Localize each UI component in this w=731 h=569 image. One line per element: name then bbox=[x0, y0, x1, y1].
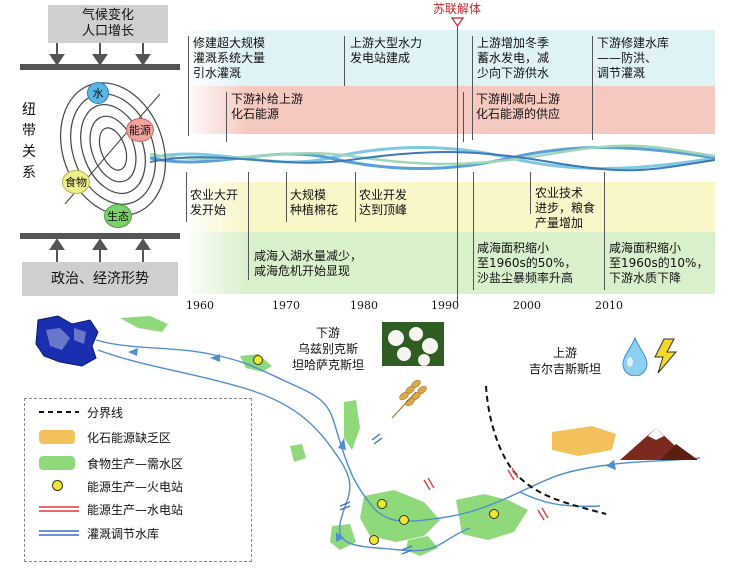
energy-label: 能源 bbox=[129, 124, 151, 137]
basin-map bbox=[35, 315, 701, 556]
cotton-image bbox=[382, 322, 444, 366]
legend-boundary-symbol bbox=[39, 411, 79, 413]
year-1960: 1960 bbox=[186, 299, 214, 312]
fossil-area-upstream bbox=[552, 426, 616, 456]
ecology-band bbox=[183, 232, 715, 294]
map-upstream-label: 上游 吉尔吉斯斯坦 bbox=[529, 346, 602, 376]
thermal-station-2 bbox=[377, 499, 387, 509]
climate-population-box: 气候变化 人口增长 bbox=[48, 5, 168, 43]
ussr-marker-icon bbox=[451, 17, 464, 27]
legend: 分界线 化石能源缺乏区 食物生产—需水区 能源生产—火电站 能源生产—水电站 灌… bbox=[24, 398, 252, 562]
legend-hydro: 能源生产—水电站 bbox=[87, 503, 184, 517]
connector-agri-peak bbox=[355, 172, 356, 222]
up-arrows bbox=[49, 239, 151, 263]
connector-aral-50 bbox=[473, 172, 474, 290]
connector-irrigation bbox=[188, 36, 189, 136]
energy-band bbox=[183, 86, 715, 134]
energy-circle: 能源 bbox=[126, 118, 154, 142]
nexus-label: 纽 带 关 系 bbox=[22, 102, 36, 181]
connector-winter bbox=[472, 36, 473, 140]
ecology-label: 生态 bbox=[107, 210, 129, 223]
event-cut-supply: 下游削减向上游 化石能源的供应 bbox=[476, 92, 561, 121]
water-circle: 水 bbox=[87, 82, 109, 104]
nexus-braid bbox=[150, 144, 715, 172]
legend-irrigation-reservoir: 灌溉调节水库 bbox=[87, 527, 160, 541]
food-label: 食物 bbox=[65, 176, 87, 189]
event-irrigation: 修建超大规模 灌溉系统大量 引水灌溉 bbox=[193, 36, 266, 80]
politics-economy-box: 政治、经济形势 bbox=[22, 262, 178, 296]
aral-sea bbox=[35, 315, 99, 367]
legend-thermal: 能源生产—火电站 bbox=[87, 480, 184, 494]
connector-cotton bbox=[286, 172, 287, 222]
food-band bbox=[183, 182, 715, 232]
year-2010: 2010 bbox=[595, 299, 623, 312]
event-fossil-supply: 下游补给上游 化石能源 bbox=[231, 92, 304, 121]
top-bar bbox=[20, 64, 180, 70]
connector-aral-crisis bbox=[248, 172, 249, 280]
lightning-icon bbox=[654, 338, 678, 374]
boundary-line bbox=[485, 385, 607, 515]
legend-fossil-symbol bbox=[39, 430, 75, 444]
connector-hydropower bbox=[344, 36, 345, 86]
legend-food-symbol bbox=[39, 456, 75, 470]
year-1980: 1980 bbox=[350, 299, 378, 312]
food-circle: 食物 bbox=[62, 170, 90, 194]
connector-cut-supply bbox=[463, 92, 464, 142]
water-band bbox=[183, 30, 715, 86]
down-arrows bbox=[49, 43, 151, 65]
bottom-bar bbox=[20, 233, 180, 239]
event-agri-dev: 农业大开 发开始 bbox=[190, 188, 239, 217]
thermal-station-5 bbox=[489, 509, 499, 519]
year-2000: 2000 bbox=[513, 299, 541, 312]
food-area-mid bbox=[344, 400, 360, 450]
connector-reservoir bbox=[592, 36, 593, 140]
event-hydropower: 上游大型水力 发电站建成 bbox=[350, 36, 423, 65]
connector-agri-dev bbox=[186, 172, 187, 222]
mountain-icon bbox=[620, 428, 698, 460]
event-aral-10: 咸海面积缩小 至1960s的10%， 下游水质下降 bbox=[609, 241, 709, 285]
legend-reservoir-symbol bbox=[39, 530, 79, 536]
thermal-station-4 bbox=[369, 535, 379, 545]
legend-fossil-lack: 化石能源缺乏区 bbox=[87, 431, 172, 445]
thermal-station-3 bbox=[399, 515, 409, 525]
event-aral-50: 咸海面积缩小 至1960s的50%， 沙盐尘暴频率升高 bbox=[477, 241, 577, 285]
ecology-circle: 生态 bbox=[104, 204, 132, 228]
water-drop-icon bbox=[622, 336, 648, 376]
ussr-line bbox=[457, 24, 458, 304]
food-area-fergana bbox=[360, 490, 440, 542]
connector-fossil-supply bbox=[226, 92, 227, 142]
legend-boundary: 分界线 bbox=[87, 406, 124, 420]
water-label: 水 bbox=[92, 87, 104, 100]
connector-aral-10 bbox=[604, 172, 605, 290]
thermal-station-1 bbox=[253, 355, 263, 365]
event-aral-crisis: 咸海入湖水量减少， 咸海危机开始显现 bbox=[254, 249, 363, 278]
legend-food-zone: 食物生产—需水区 bbox=[87, 457, 184, 471]
year-1990: 1990 bbox=[431, 299, 459, 312]
event-agri-tech: 农业技术 进步，粮食 产量增加 bbox=[535, 186, 596, 230]
year-1970: 1970 bbox=[272, 299, 300, 312]
event-cotton: 大规模 种植棉花 bbox=[290, 188, 339, 217]
event-agri-peak: 农业开发 达到顶峰 bbox=[359, 188, 408, 217]
ussr-label: 苏联解体 bbox=[433, 2, 482, 16]
connector-agri-tech bbox=[530, 172, 531, 214]
event-winter-power: 上游增加冬季 蓄水发电，减 少向下游供水 bbox=[477, 36, 550, 80]
legend-thermal-symbol bbox=[52, 480, 63, 491]
wheat-icon bbox=[391, 379, 427, 419]
legend-hydro-symbol bbox=[39, 506, 79, 512]
map-downstream-label: 下游 乌兹别克斯 坦哈萨克斯坦 bbox=[292, 326, 365, 372]
event-reservoir: 下游修建水库 ——防洪、 调节灌溉 bbox=[597, 36, 670, 80]
food-area-delta bbox=[120, 316, 168, 332]
nexus-spiral bbox=[59, 82, 167, 216]
